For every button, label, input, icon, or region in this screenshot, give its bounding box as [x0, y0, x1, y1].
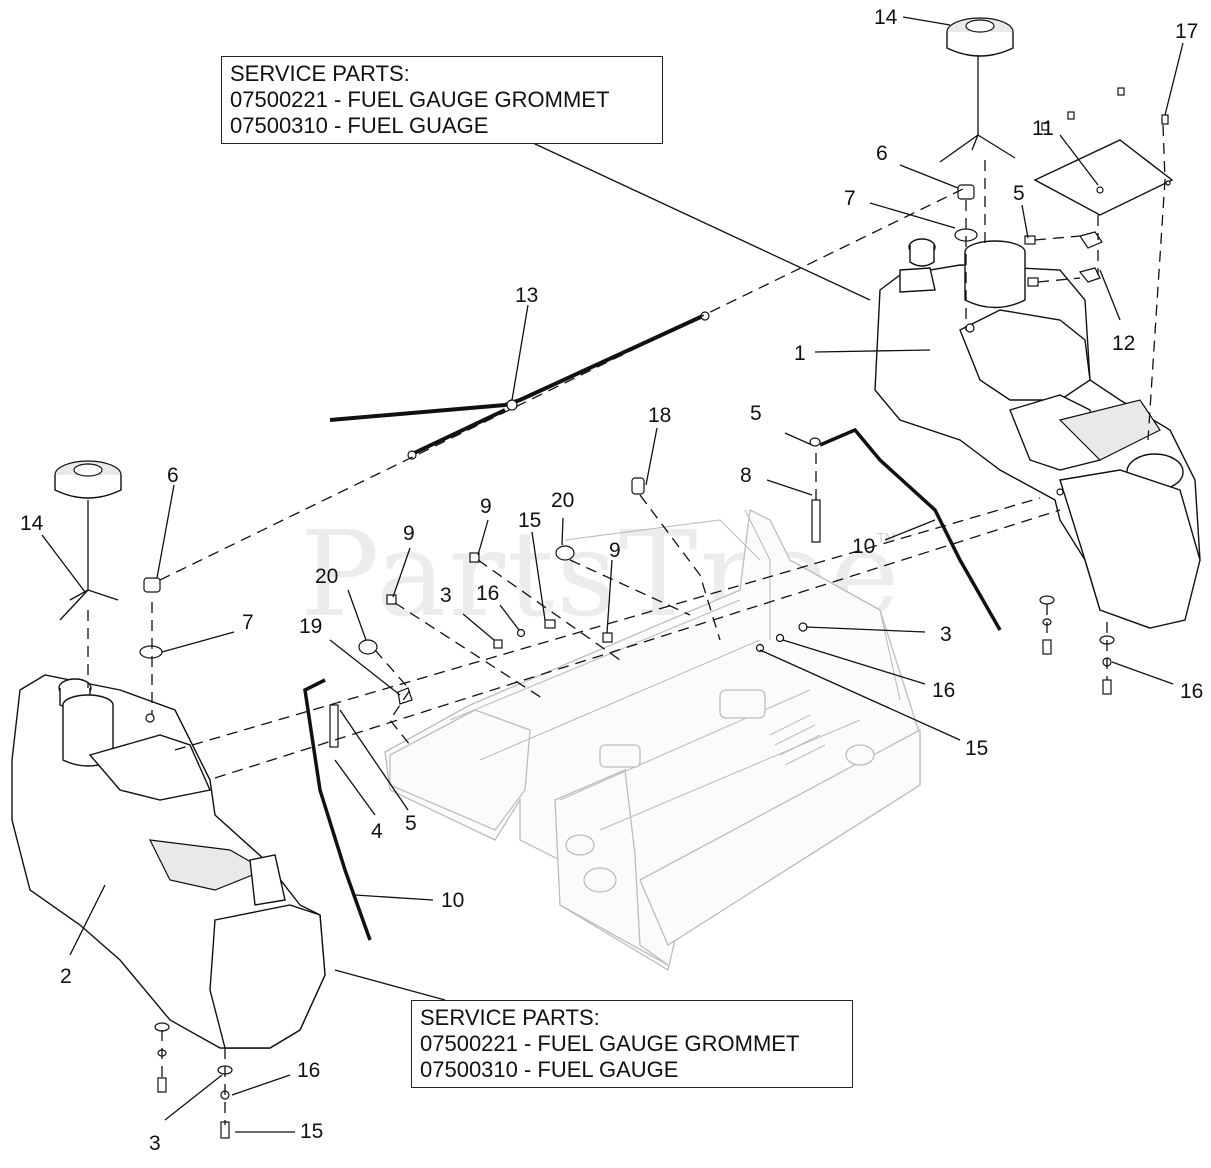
- callout-10-left: 10: [441, 889, 464, 912]
- callout-15-right: 15: [965, 737, 988, 760]
- callout-5-mid: 5: [750, 402, 762, 425]
- callout-19: 19: [299, 615, 322, 638]
- callout-17: 17: [1175, 20, 1198, 43]
- service-parts-box-top: SERVICE PARTS: 07500221 - FUEL GAUGE GRO…: [221, 56, 663, 144]
- callout-16-bottom: 16: [297, 1059, 320, 1082]
- callout-3-bottom: 3: [149, 1132, 161, 1155]
- callout-5-top: 5: [1013, 182, 1025, 205]
- callout-7-top: 7: [844, 187, 856, 210]
- fuel-cap-top: [939, 17, 1016, 163]
- callout-10-right: 10: [852, 535, 875, 558]
- callout-15-a: 15: [518, 509, 541, 532]
- right-fuel-tank: [874, 238, 1201, 629]
- callout-14-left: 14: [20, 512, 44, 535]
- callout-7-left: 7: [242, 611, 254, 634]
- service-part-line: 07500221 - FUEL GAUGE GROMMET: [230, 87, 610, 112]
- left-fuel-tank: [11, 674, 326, 1049]
- callout-9-b: 9: [403, 522, 415, 545]
- callout-3-a: 3: [440, 584, 452, 607]
- callout-3-right: 3: [940, 623, 952, 646]
- vent-line-left: [303, 678, 372, 941]
- callout-13: 13: [515, 284, 538, 307]
- callout-20-b: 20: [315, 565, 338, 588]
- callout-6-top: 6: [876, 142, 888, 165]
- service-parts-title: SERVICE PARTS:: [420, 1005, 600, 1030]
- chassis-frame: [384, 509, 921, 972]
- service-part-line: 07500310 - FUEL GAUGE: [420, 1057, 679, 1082]
- callout-14-top: 14: [874, 6, 898, 29]
- service-parts-title: SERVICE PARTS:: [230, 61, 410, 86]
- callout-18: 18: [648, 404, 671, 427]
- service-parts-box-bottom: SERVICE PARTS: 07500221 - FUEL GAUGE GRO…: [411, 1000, 853, 1088]
- leader-lines: [41, 16, 1184, 1133]
- service-part-line: 07500310 - FUEL GUAGE: [230, 113, 489, 138]
- callout-16-right-b: 16: [1180, 680, 1203, 703]
- service-part-line: 07500221 - FUEL GAUGE GROMMET: [420, 1031, 800, 1056]
- vent-line-right: [819, 427, 1002, 631]
- fuel-line: [329, 311, 710, 460]
- callout-5-left: 5: [405, 812, 417, 835]
- callout-2: 2: [60, 965, 72, 988]
- callout-16-a: 16: [476, 582, 499, 605]
- callout-20-a: 20: [551, 489, 574, 512]
- fuel-cap-left: [54, 460, 122, 621]
- callout-9-a: 9: [480, 495, 492, 518]
- callout-6-left: 6: [167, 464, 179, 487]
- callout-4: 4: [371, 820, 383, 843]
- callout-9-c: 9: [609, 539, 621, 562]
- callout-16-right-a: 16: [932, 679, 955, 702]
- callout-15-bottom: 15: [300, 1120, 323, 1143]
- callout-labels: 14 17 11 6 7 5 12 1 13 5 8 10 18 9 20 15…: [20, 6, 1203, 1155]
- callout-8: 8: [740, 464, 752, 487]
- callout-1: 1: [794, 342, 806, 365]
- callout-12: 12: [1112, 332, 1135, 355]
- callout-11: 11: [1032, 117, 1054, 140]
